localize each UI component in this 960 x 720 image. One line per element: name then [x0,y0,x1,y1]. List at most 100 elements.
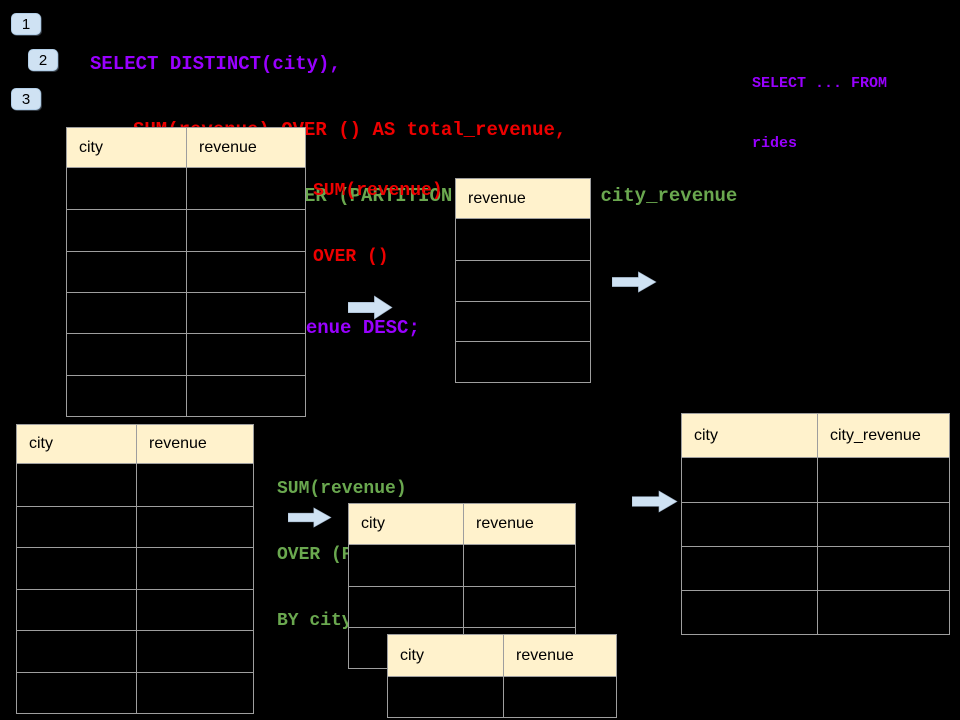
column-header-label: revenue [516,646,574,664]
column-header-label: revenue [149,435,207,452]
table-row [456,341,590,382]
table-cell [682,547,818,590]
column-header-label: city [694,426,718,444]
column-header-label: revenue [468,189,526,207]
column-header-label: city [400,646,424,664]
table-row [67,291,305,334]
table-cell [17,589,137,630]
table-cell [464,545,575,586]
column-header-label: revenue [199,138,257,156]
step-badge-1: 1 [11,13,41,35]
table-header-row: city revenue [349,504,575,545]
column-header-label: city [79,138,103,156]
table-total-result: revenue [455,178,591,383]
table-row [388,677,616,717]
table-header-row: city city_revenue [682,414,949,458]
table-row [349,586,575,627]
table-cell [137,631,253,672]
step-badge-label: 1 [21,15,31,33]
table-body [388,677,616,717]
column-header-city: city [349,504,464,544]
table-cell [388,677,504,717]
table-row [682,590,949,634]
table-cell [682,458,818,502]
annotation-line: SUM(revenue) [313,181,443,201]
table-row [682,458,949,502]
table-source-bottom: city revenue [16,424,254,714]
annotation-line: OVER () [313,247,389,267]
table-body [67,168,305,416]
step-badge-2: 2 [28,49,58,71]
table-row [349,545,575,586]
table-body [456,219,590,382]
table-row [456,259,590,301]
table-cell [137,464,253,506]
table-header-row: city revenue [388,635,616,677]
side-note-line: rides [752,135,798,152]
table-cell [456,219,590,260]
column-header-city: city [17,425,137,463]
table-cell [17,631,137,672]
table-row [67,374,305,416]
table-cell [137,673,253,714]
table-cell [818,458,949,502]
table-cell [187,210,305,250]
table-row [682,502,949,546]
table-cell [187,293,305,333]
column-header-label: city [361,515,385,532]
step-badge-label: 2 [38,51,48,69]
table-row [17,505,253,547]
column-header-city: city [67,128,187,167]
annotation-total-revenue: SUM(revenue) OVER () [313,136,443,312]
table-cell [187,168,305,209]
arrow-right-icon [288,507,332,528]
step-badge-label: 3 [21,90,31,108]
column-header-city: city [682,414,818,457]
table-cell [504,677,616,717]
table-cell [17,506,137,547]
table-row [17,588,253,630]
column-header-city: city [388,635,504,676]
table-cell [17,548,137,589]
table-row [17,671,253,714]
table-cell [456,302,590,342]
table-row [67,168,305,210]
table-row [67,333,305,375]
annotation-line: SUM(revenue) [277,479,407,499]
table-row [17,630,253,672]
table-header-row: city revenue [67,128,305,168]
table-cell [464,587,575,627]
table-cell [456,342,590,382]
table-cell [137,548,253,589]
column-header-revenue: revenue [464,504,575,544]
table-cell [17,464,137,506]
table-header-row: revenue [456,179,590,219]
table-body [17,464,253,713]
table-cell [67,375,187,416]
table-row [17,464,253,506]
table-row [67,209,305,251]
table-cell [682,591,818,634]
table-cell [818,591,949,634]
arrow-right-icon [632,490,678,513]
table-cell [67,292,187,334]
step-badge-3: 3 [11,88,41,110]
table-cell [67,334,187,375]
column-header-label: city_revenue [830,426,921,444]
table-header-row: city revenue [17,425,253,464]
table-cell [67,251,187,292]
table-cell [456,261,590,301]
table-partition-overlay: city revenue [387,634,617,718]
side-note-select-from-rides: SELECT ... FROM rides [752,34,887,194]
table-body [682,458,949,634]
column-header-revenue: revenue [456,179,590,218]
column-header-city-revenue: city_revenue [818,414,949,457]
table-cell [67,168,187,210]
table-row [456,219,590,260]
sql-line-select: SELECT DISTINCT(city), [90,53,341,75]
table-cell [187,334,305,374]
column-header-label: revenue [476,515,534,532]
table-cell [17,672,137,713]
table-cell [187,252,305,292]
